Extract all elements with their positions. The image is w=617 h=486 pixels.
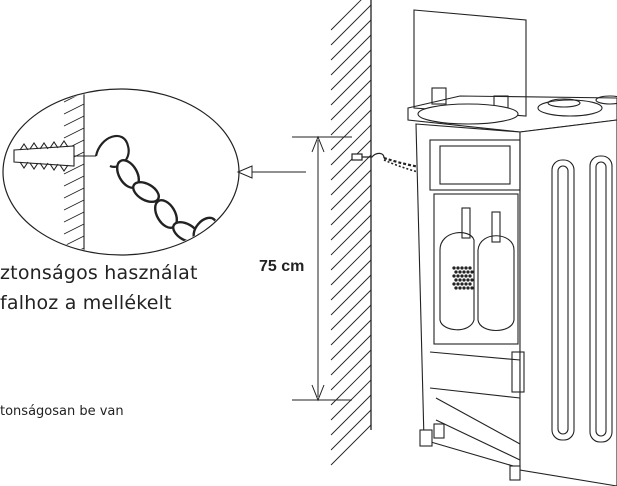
hatch-line <box>330 49 372 91</box>
hatch-line <box>63 115 85 127</box>
hatch-line <box>330 274 372 316</box>
hatch-line <box>330 109 372 151</box>
hatch-line <box>330 64 372 106</box>
hatch-line <box>63 211 85 223</box>
grille-dot <box>464 266 468 270</box>
instruction-text-line-2: falhoz a mellékelt <box>0 292 172 314</box>
hatch-line <box>330 394 372 436</box>
grille-dot <box>452 266 456 270</box>
detail-magnifier <box>2 88 240 256</box>
hatch-line <box>63 127 85 139</box>
dimension-arrow-icon <box>292 135 352 402</box>
hatch-line <box>330 94 372 136</box>
hatch-line <box>330 289 372 331</box>
wall-hatching-icon <box>330 0 372 466</box>
wall-plug-anchor-icon <box>13 140 96 172</box>
hatch-line <box>330 184 372 226</box>
hatch-line <box>63 90 85 91</box>
hatch-line <box>330 409 372 451</box>
instruction-text-line-3: tonságosan be van <box>0 404 124 419</box>
hatch-line <box>330 349 372 391</box>
hatch-line <box>63 223 85 235</box>
grille-dot <box>460 266 464 270</box>
hatch-line <box>330 259 372 301</box>
grille-dot <box>466 278 470 282</box>
grille-dot <box>458 286 462 290</box>
grille-dot <box>460 274 464 278</box>
hatch-line <box>330 244 372 286</box>
instruction-text-line-1: ztonságos használat <box>0 262 198 284</box>
grille-dot <box>458 278 462 282</box>
grille-dot <box>466 286 470 290</box>
callout-arrow-icon <box>236 165 306 179</box>
hatch-line <box>330 169 372 211</box>
hatch-line <box>330 199 372 241</box>
grille-dot <box>464 274 468 278</box>
hatch-line <box>63 199 85 211</box>
hatch-line <box>330 229 372 271</box>
chain-icon <box>115 159 218 244</box>
grille-dot <box>468 282 472 286</box>
hatch-line <box>330 124 372 166</box>
hatch-line <box>330 214 372 256</box>
grille-dot <box>452 282 456 286</box>
hatch-line <box>330 139 372 181</box>
hatch-line <box>63 103 85 115</box>
hatch-line <box>63 175 85 187</box>
grille-dot <box>454 278 458 282</box>
hatch-line <box>330 19 372 61</box>
grille-dot <box>456 266 460 270</box>
grille-dot <box>470 286 474 290</box>
hatch-line <box>330 34 372 76</box>
hatch-line <box>330 304 372 346</box>
hatch-line <box>330 154 372 196</box>
grille-dot <box>456 282 460 286</box>
grille-dot <box>470 270 474 274</box>
hatch-line <box>330 0 362 31</box>
hatch-line <box>330 424 372 466</box>
grille-dot <box>462 278 466 282</box>
hatch-line <box>63 163 85 175</box>
grille-dot <box>468 266 472 270</box>
hatch-line <box>330 79 372 121</box>
grille-dot <box>458 270 462 274</box>
appliance-rear-icon <box>407 9 617 486</box>
grille-dot <box>452 274 456 278</box>
grille-dot <box>462 286 466 290</box>
grille-dot <box>466 270 470 274</box>
grille-dot <box>468 274 472 278</box>
grille-dot <box>454 286 458 290</box>
hatch-line <box>330 364 372 406</box>
grille-dot <box>464 282 468 286</box>
hatch-line <box>63 187 85 199</box>
grille-dot <box>454 270 458 274</box>
grille-dot <box>470 278 474 282</box>
hatch-line <box>63 235 85 247</box>
grille-dot <box>462 270 466 274</box>
grille-dot <box>460 282 464 286</box>
height-dimension-label: 75 cm <box>259 258 305 275</box>
hatch-line <box>330 319 372 361</box>
hatch-line <box>330 4 372 46</box>
grille-dot <box>456 274 460 278</box>
hatch-line <box>330 334 372 376</box>
